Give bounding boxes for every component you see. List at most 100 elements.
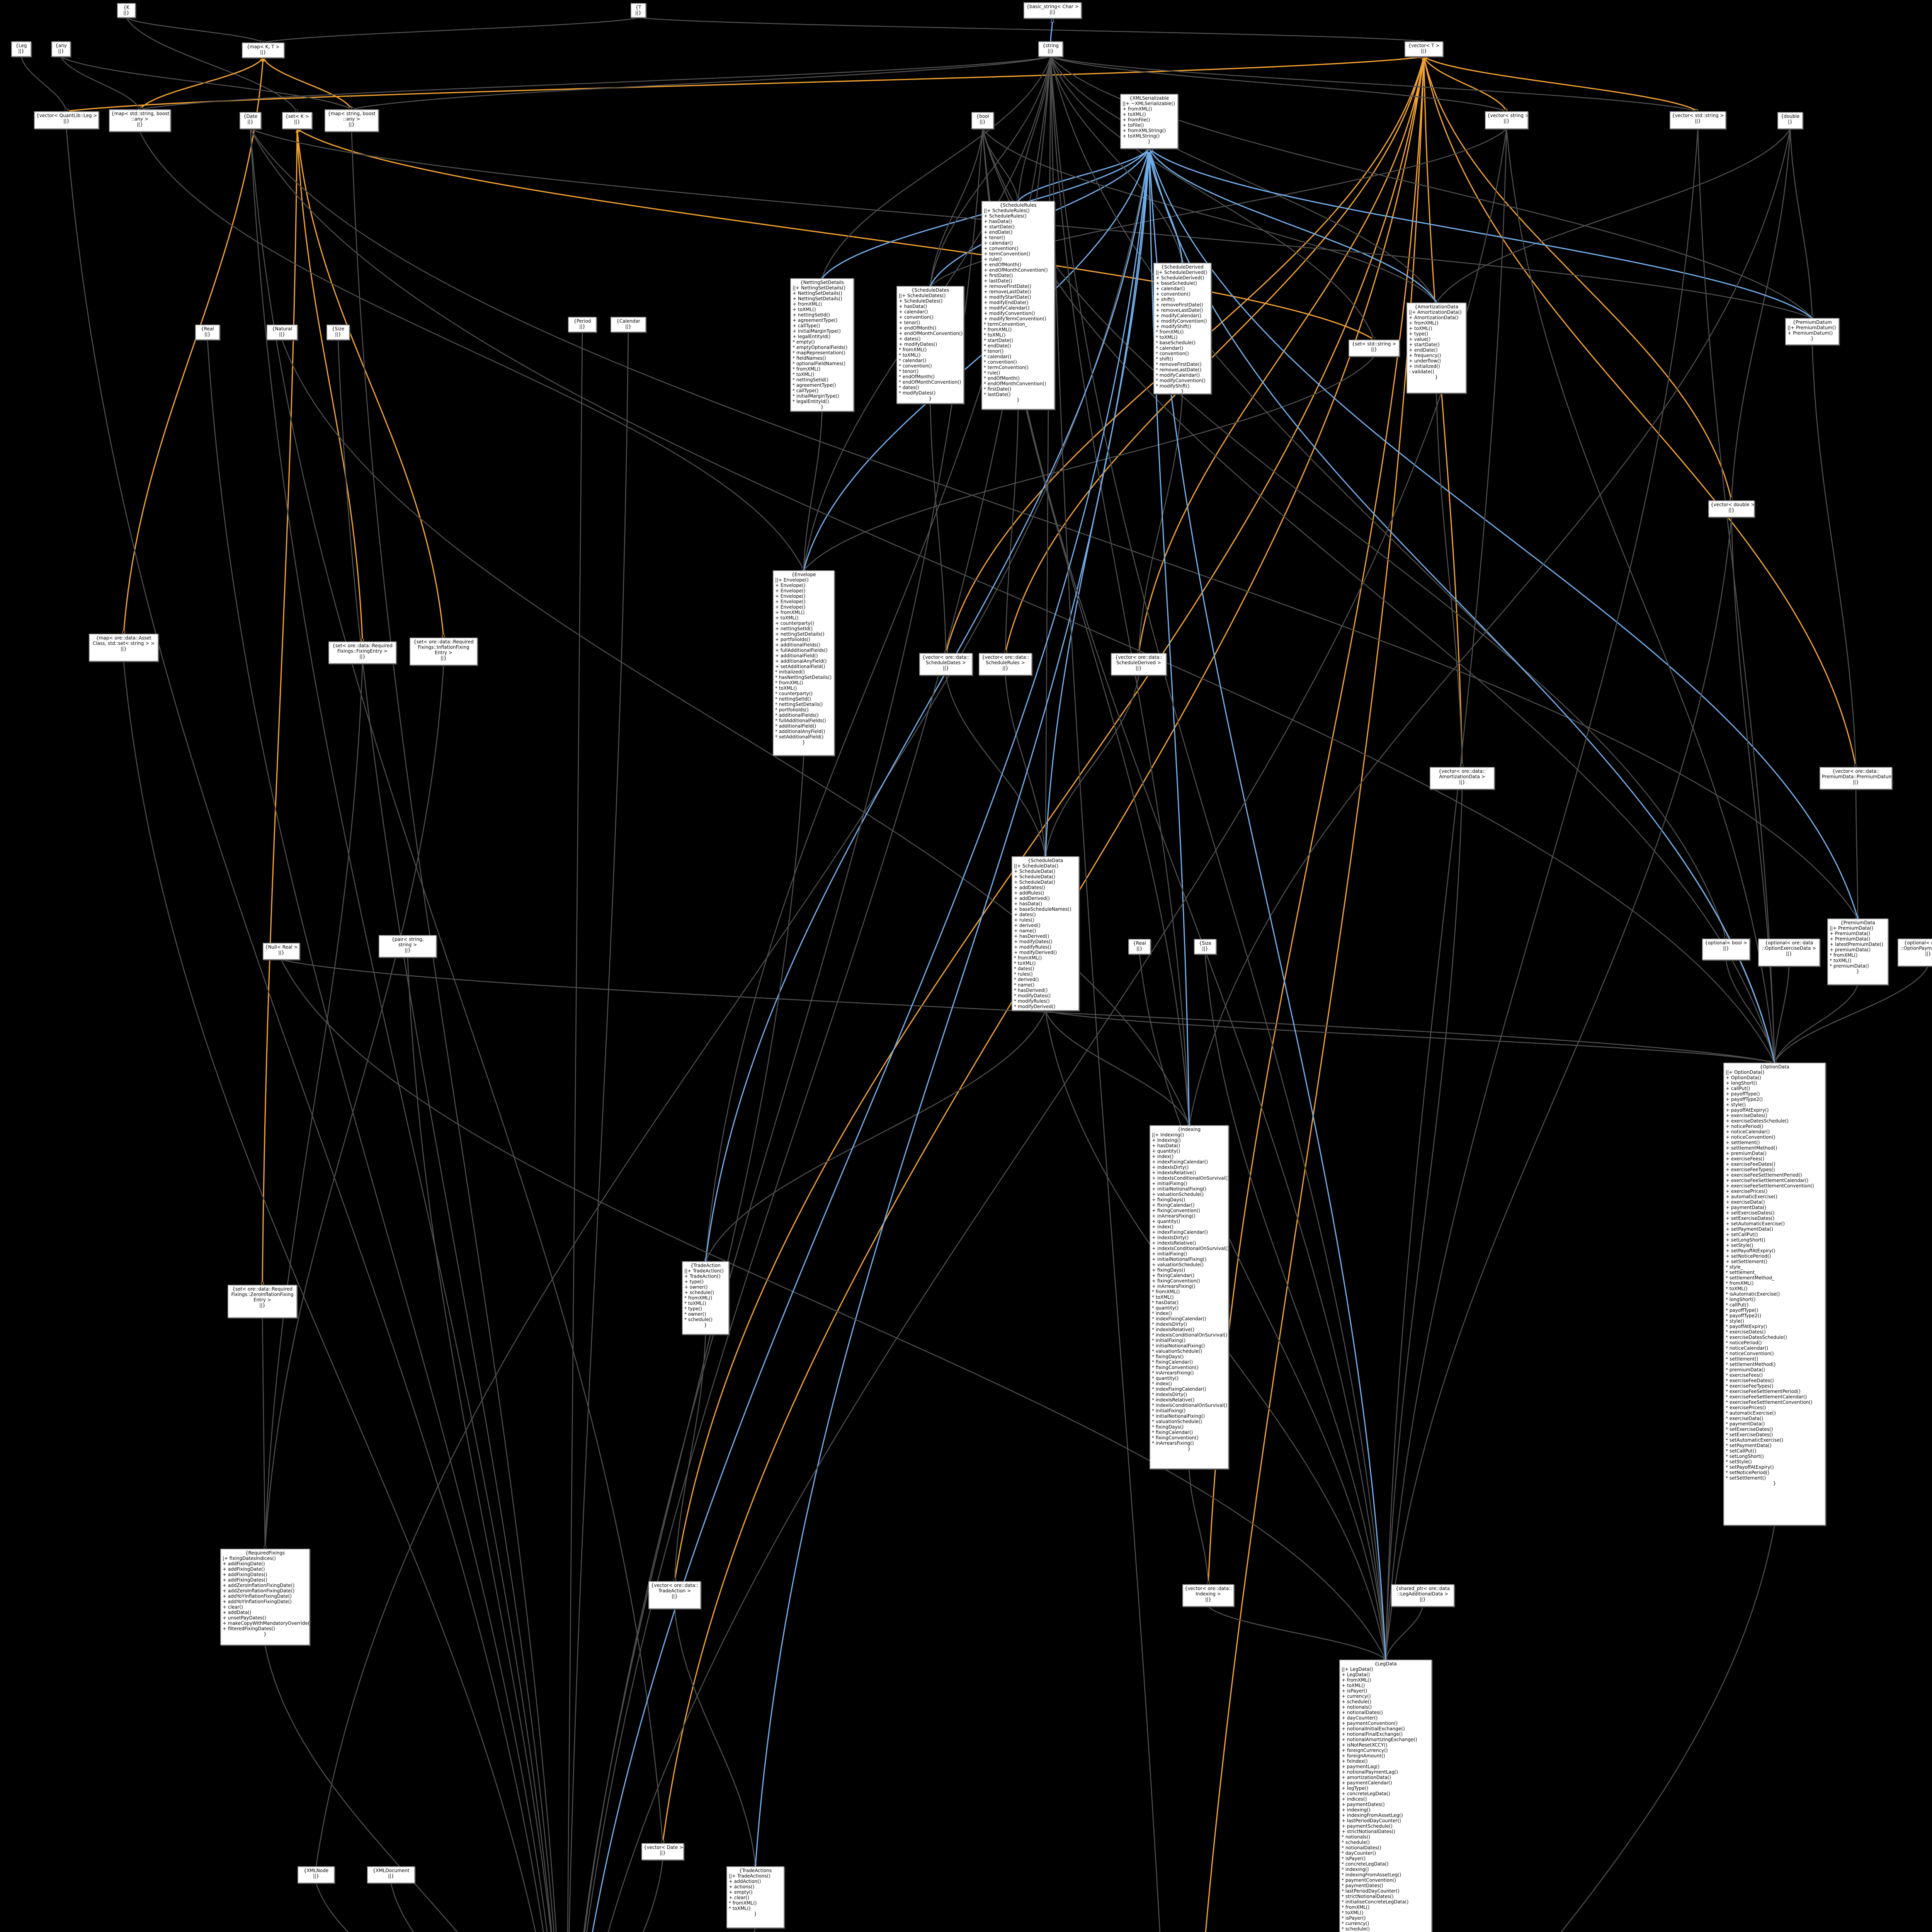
class-node-XMLNode[interactable]: {XMLNode||} — [298, 1866, 335, 1883]
class-node-Real[interactable]: {Real||} — [195, 325, 220, 340]
class-member: |+ fixingDatesIndices() — [223, 1556, 276, 1561]
class-node-optionalBool[interactable]: {optional< bool >||} — [1702, 939, 1750, 960]
class-node-string[interactable]: {string||} — [1038, 41, 1063, 57]
edge-vecQLLeg-Leg — [20, 56, 66, 111]
class-node-mapStdStringAny[interactable]: {map< std::string, boost::any >||} — [109, 109, 171, 132]
class-member: * isAutomaticExercise() — [1726, 1291, 1780, 1297]
edge-Envelope-XMLSerializable — [803, 149, 1149, 571]
class-node-Envelope[interactable]: {Envelope||+ Envelope()+ Envelope()+ Env… — [773, 570, 835, 756]
class-node-NettingSetDetails[interactable]: {NettingSetDetails||+ NettingSetDetails(… — [790, 278, 854, 412]
class-member: + exerciseFeeTypes() — [1726, 1167, 1775, 1172]
class-title: {ScheduleRules — [1000, 202, 1037, 208]
class-node-ScheduleDerived[interactable]: {ScheduleDerived||+ ScheduleDerived()+ S… — [1153, 263, 1211, 394]
class-member: ||} — [635, 10, 641, 15]
class-node-double[interactable]: {double|} — [1777, 112, 1803, 129]
class-node-K[interactable]: {K||} — [117, 3, 136, 18]
class-node-vecIndexing[interactable]: {vector< ore::data::Indexing >||} — [1182, 1584, 1234, 1607]
class-member: ||} — [18, 48, 24, 54]
class-member: + addFixingDate() — [223, 1561, 265, 1566]
class-node-vecAmort[interactable]: {vector< ore::data::AmortizationData >||… — [1430, 767, 1495, 789]
class-node-LegData[interactable]: {LegData||+ LegData()+ LegData()+ fromXM… — [1339, 1660, 1432, 1932]
edge-OptionData-optionalOED — [1775, 966, 1790, 1063]
class-node-ScheduleRules[interactable]: {ScheduleRules||+ ScheduleRules()+ Sched… — [981, 201, 1055, 410]
class-member: + modifyTermConvention() — [984, 316, 1046, 321]
class-node-vecPremiumDatum[interactable]: {vector< ore::data::PremiumData::Premium… — [1820, 767, 1892, 789]
class-member: ||} — [121, 646, 127, 651]
class-node-Natural[interactable]: {Natural||} — [267, 325, 298, 340]
class-member: * initialMarginType() — [793, 393, 839, 399]
class-member: + fixingConvention() — [1152, 1208, 1200, 1213]
class-title: {vector< ore::data:: — [922, 655, 970, 660]
class-node-vecDouble[interactable]: {vector< double >||} — [1708, 500, 1755, 517]
class-node-mapKT[interactable]: {map< K, T >||} — [242, 43, 284, 58]
class-node-sharedPtrLegAdd[interactable]: {shared_ptr< ore::data::LegAdditionalDat… — [1391, 1584, 1454, 1607]
class-node-PremiumDatum[interactable]: {PremiumDatum||+ PremiumDatum()+ Premium… — [1785, 318, 1839, 345]
class-node-optionalOPD[interactable]: {optional< ore::data::OptionPaymentData … — [1898, 939, 1932, 966]
class-node-T[interactable]: {T||} — [631, 3, 646, 18]
class-node-vecTradeAction[interactable]: {vector< ore::data::TradeAction >||} — [648, 1581, 701, 1609]
class-member: * currency() — [1342, 1921, 1369, 1926]
class-node-any[interactable]: {any||} — [51, 41, 71, 57]
class-member: ||} — [672, 1594, 678, 1599]
class-member: + toXML() — [1122, 112, 1146, 117]
class-node-OptionData[interactable]: {OptionData||+ OptionData()+ OptionData(… — [1723, 1063, 1826, 1526]
edge-mapStdStringAny-string — [140, 56, 1051, 109]
class-node-PremiumData[interactable]: {PremiumData||+ PremiumData()+ PremiumDa… — [1827, 918, 1888, 985]
class-node-basicString[interactable]: {basic_string< Char >||} — [1024, 2, 1082, 19]
class-node-NullReal[interactable]: {Null< Real >||} — [263, 943, 300, 960]
class-node-vectorT[interactable]: {vector< T >||} — [1405, 41, 1443, 57]
class-node-vecSchedDates[interactable]: {vector< ore::data::ScheduleDates >||} — [919, 653, 973, 675]
class-node-Leg[interactable]: {Leg||} — [11, 41, 31, 57]
class-node-TradeAction[interactable]: {TradeAction||+ TradeAction()+ TradeActi… — [682, 1261, 729, 1335]
edge-RequiredFixings-setZeroInfl — [262, 1318, 265, 1549]
class-member: * toXML() — [729, 1906, 751, 1911]
class-node-RequiredFixings[interactable]: {RequiredFixings|+ fixingDatesIndices()+… — [220, 1549, 310, 1645]
class-node-TradeActions[interactable]: {TradeActions||+ TradeActions()+ addActi… — [726, 1866, 784, 1928]
class-node-AmortizationData[interactable]: {AmortizationData||+ AmortizationData()+… — [1406, 303, 1466, 393]
class-node-Size[interactable]: {Size||} — [327, 325, 350, 340]
class-node-vecSchedRules[interactable]: {vector< ore::data::ScheduleRules >||} — [979, 653, 1032, 675]
class-node-ScheduleData[interactable]: {ScheduleData||+ ScheduleData()+ Schedul… — [1012, 856, 1079, 1011]
class-member: } — [1435, 374, 1438, 380]
class-node-XMLDocument[interactable]: {XMLDocument||} — [367, 1866, 415, 1883]
class-member: ||} — [313, 1873, 319, 1879]
class-member: * valuationSchedule() — [1152, 1349, 1202, 1354]
class-member: + startDate() — [984, 224, 1015, 230]
class-member: + addZeroInflationFixingDate() — [223, 1588, 295, 1594]
class-node-Indexing[interactable]: {Indexing||+ Indexing()+ Indexing()+ has… — [1150, 1125, 1229, 1469]
class-node-vecString[interactable]: {vector< string >||} — [1485, 111, 1528, 129]
class-node-Calendar[interactable]: {Calendar||} — [611, 317, 646, 332]
class-member: * schedule() — [684, 1317, 713, 1322]
class-member: * paymentDates() — [1342, 1883, 1383, 1888]
class-member: + clear() — [729, 1895, 749, 1900]
class-node-ScheduleDates[interactable]: {ScheduleDates||+ ScheduleDates()+ Sched… — [896, 286, 964, 404]
class-node-pairStringString[interactable]: {pair< string,string >||} — [379, 935, 437, 957]
class-node-vecSchedDerived[interactable]: {vector< ore::data::ScheduleDerived >||} — [1111, 653, 1167, 675]
class-member: } — [1181, 389, 1184, 394]
class-node-Real2[interactable]: {Real||} — [1128, 939, 1151, 954]
class-node-XMLSerializable[interactable]: {XMLSerializable||+ ~XMLSerializable()+ … — [1120, 94, 1178, 149]
class-node-Period[interactable]: {Period||} — [568, 317, 597, 332]
class-node-setStdString[interactable]: {set< std::string >||} — [1349, 340, 1400, 357]
class-member: + dates() — [1014, 912, 1036, 917]
class-node-vecDate[interactable]: {vector< Date >||} — [641, 1843, 684, 1860]
class-node-mapStringAny[interactable]: {map< string, boost::any >||} — [325, 109, 379, 132]
class-member: + baseSchedule() — [1156, 281, 1197, 286]
class-member: + initialized() — [1409, 364, 1440, 369]
class-node-setK[interactable]: {set< K >||} — [282, 112, 312, 129]
class-node-optionalOED[interactable]: {optional< ore::data::OptionExerciseData… — [1758, 939, 1820, 966]
class-node-vecStdString[interactable]: {vector< std::string >||} — [1670, 111, 1726, 129]
class-member: * fixingConvention() — [1152, 1365, 1199, 1370]
class-member: + addFixingDate() — [223, 1566, 265, 1572]
class-node-bool[interactable]: {bool||} — [971, 112, 994, 129]
class-title: {PremiumDatum — [1793, 320, 1832, 325]
class-title: {double — [1781, 114, 1800, 119]
class-member: * concreteLegData() — [1342, 1861, 1389, 1867]
class-node-Size2[interactable]: {Size||} — [1194, 939, 1216, 954]
class-node-vecQLLeg[interactable]: {vector< QuantLib::Leg >||} — [34, 111, 99, 129]
class-node-Date[interactable]: {Date||} — [240, 112, 261, 129]
